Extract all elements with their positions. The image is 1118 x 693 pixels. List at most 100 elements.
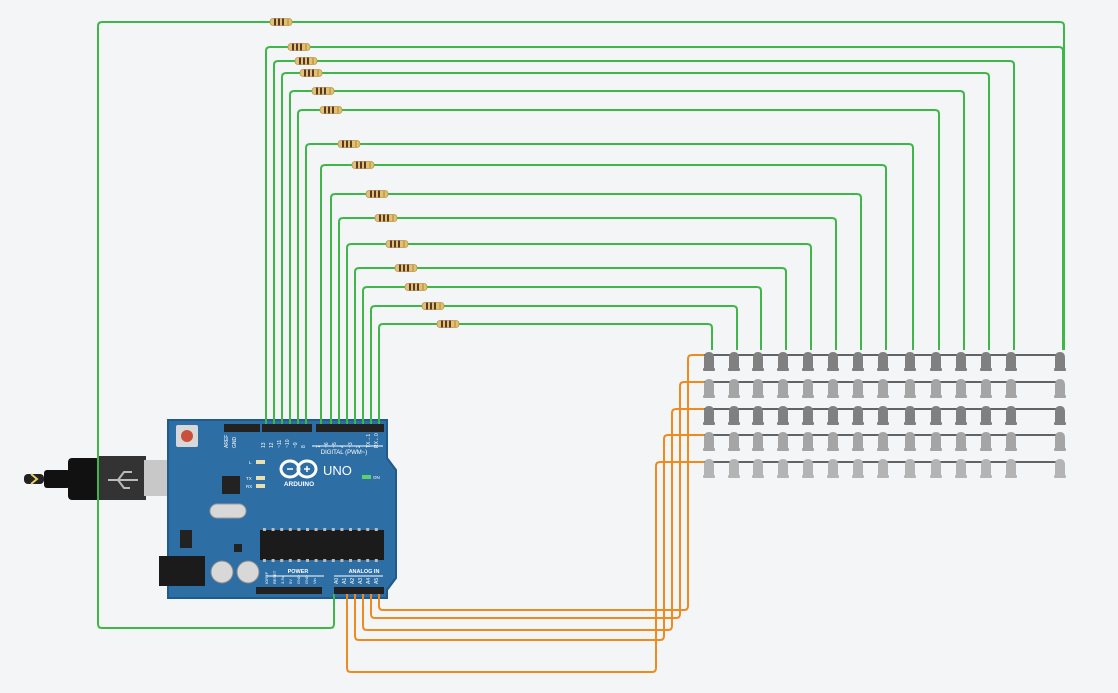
led[interactable] (980, 406, 992, 425)
analog-wire[interactable] (354, 434, 704, 641)
led[interactable] (802, 459, 814, 478)
led[interactable] (904, 379, 916, 398)
digital-wire[interactable] (362, 286, 762, 424)
led[interactable] (827, 432, 839, 451)
ground-wire[interactable] (97, 21, 1065, 629)
resistor[interactable] (385, 240, 409, 248)
led[interactable] (852, 432, 864, 451)
resistor[interactable] (311, 87, 335, 95)
led[interactable] (777, 432, 789, 451)
led[interactable] (852, 379, 864, 398)
resistor-array[interactable] (269, 18, 460, 328)
led[interactable] (1005, 379, 1017, 398)
reset-button[interactable] (181, 430, 193, 442)
led[interactable] (777, 406, 789, 425)
led[interactable] (877, 352, 889, 371)
led[interactable] (930, 406, 942, 425)
led[interactable] (827, 352, 839, 371)
led[interactable] (877, 432, 889, 451)
resistor[interactable] (299, 69, 323, 77)
led[interactable] (827, 459, 839, 478)
led[interactable] (930, 459, 942, 478)
digital-wire[interactable] (281, 72, 990, 424)
led[interactable] (827, 379, 839, 398)
digital-wire[interactable] (346, 243, 812, 424)
led[interactable] (827, 406, 839, 425)
digital-wire[interactable] (289, 90, 965, 424)
led[interactable] (1054, 352, 1066, 371)
digital-wire[interactable] (320, 164, 887, 424)
resistor[interactable] (269, 18, 293, 26)
resistor[interactable] (404, 283, 428, 291)
analog-wire[interactable] (378, 354, 704, 611)
digital-wire[interactable] (330, 193, 862, 424)
led[interactable] (802, 379, 814, 398)
led[interactable] (802, 432, 814, 451)
led[interactable] (703, 406, 715, 425)
led[interactable] (752, 379, 764, 398)
led[interactable] (777, 352, 789, 371)
resistor[interactable] (287, 43, 311, 51)
led[interactable] (728, 379, 740, 398)
led[interactable] (930, 432, 942, 451)
resistor[interactable] (337, 140, 361, 148)
led[interactable] (852, 406, 864, 425)
led[interactable] (980, 352, 992, 371)
analog-wire[interactable] (362, 408, 704, 631)
led[interactable] (904, 459, 916, 478)
led[interactable] (877, 459, 889, 478)
digital-wire[interactable] (305, 143, 914, 424)
led[interactable] (852, 352, 864, 371)
led[interactable] (1054, 432, 1066, 451)
header-digital-high[interactable] (262, 424, 312, 432)
led[interactable] (1054, 379, 1066, 398)
led[interactable] (802, 352, 814, 371)
digital-wire[interactable] (273, 60, 1015, 424)
led[interactable] (728, 432, 740, 451)
led[interactable] (955, 459, 967, 478)
led[interactable] (904, 432, 916, 451)
header-power[interactable] (256, 587, 322, 594)
led[interactable] (904, 352, 916, 371)
led[interactable] (1005, 352, 1017, 371)
led[interactable] (728, 352, 740, 371)
led[interactable] (728, 406, 740, 425)
dc-power-jack[interactable] (159, 556, 205, 586)
header-aref-gnd[interactable] (224, 424, 260, 432)
led[interactable] (1054, 406, 1066, 425)
analog-wire[interactable] (370, 381, 704, 619)
analog-wires[interactable] (346, 354, 704, 673)
resistor[interactable] (436, 320, 460, 328)
led[interactable] (777, 379, 789, 398)
led[interactable] (752, 352, 764, 371)
led[interactable] (980, 459, 992, 478)
digital-wires[interactable] (97, 21, 1065, 629)
led[interactable] (955, 379, 967, 398)
led[interactable] (1005, 459, 1017, 478)
led[interactable] (1054, 459, 1066, 478)
resistor[interactable] (394, 264, 418, 272)
resistor[interactable] (319, 106, 343, 114)
led-matrix[interactable] (703, 352, 1066, 478)
led[interactable] (980, 379, 992, 398)
digital-wire[interactable] (265, 46, 1064, 424)
led[interactable] (930, 379, 942, 398)
led[interactable] (955, 352, 967, 371)
led[interactable] (955, 406, 967, 425)
led[interactable] (852, 459, 864, 478)
led[interactable] (955, 432, 967, 451)
resistor[interactable] (374, 214, 398, 222)
digital-wire[interactable] (378, 323, 713, 424)
digital-wire[interactable] (354, 267, 787, 424)
digital-wire[interactable] (297, 109, 940, 424)
resistor[interactable] (365, 190, 389, 198)
led[interactable] (703, 459, 715, 478)
led[interactable] (703, 379, 715, 398)
led[interactable] (1005, 406, 1017, 425)
led[interactable] (930, 352, 942, 371)
resistor[interactable] (294, 57, 318, 65)
digital-wire[interactable] (338, 217, 837, 424)
led[interactable] (877, 379, 889, 398)
